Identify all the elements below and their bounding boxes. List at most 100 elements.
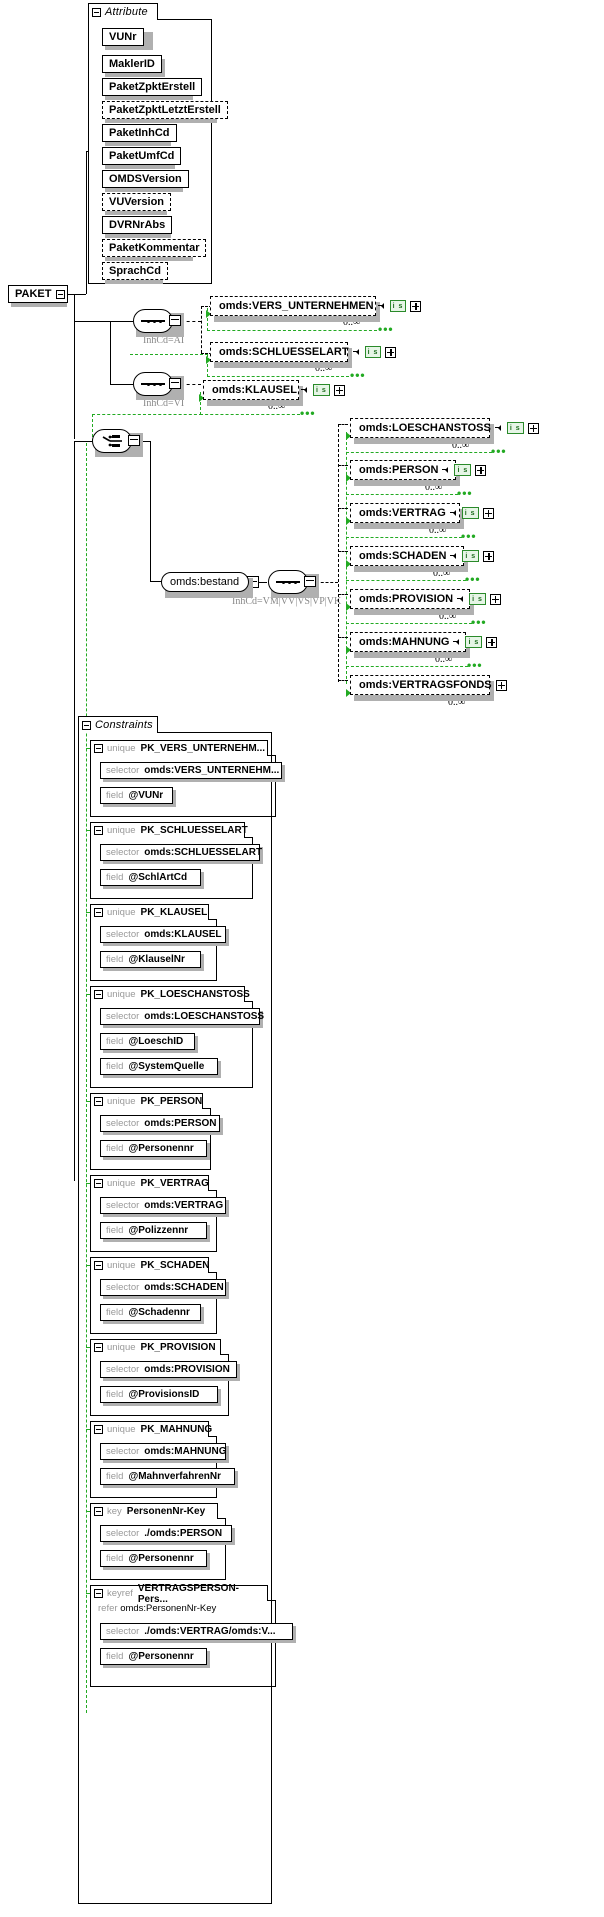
attribute-paketkommentar[interactable]: PaketKommentar	[102, 239, 207, 257]
root-element-label: PAKET	[15, 288, 52, 300]
attribute-vunr[interactable]: VUNr	[102, 28, 144, 46]
constraint-row-7-1[interactable]: field@ProvisionsID	[100, 1386, 218, 1403]
minus-icon[interactable]	[94, 990, 103, 999]
attribute-paketzpktletzterstell[interactable]: PaketZpktLetztErstell	[102, 101, 228, 119]
constraint-row-3-1[interactable]: field@LoeschID	[100, 1033, 196, 1050]
element-vertrag[interactable]: omds:VERTRAG i s	[350, 503, 494, 523]
green-arrow-icon	[346, 689, 351, 697]
constraint-row-10-0[interactable]: selector./omds:VERTRAG/omds:V...	[100, 1623, 294, 1640]
constraint-kind: unique	[107, 1424, 136, 1435]
element-bestand[interactable]: omds:bestand	[161, 572, 249, 592]
minus-icon[interactable]	[94, 826, 103, 835]
attribute-paketzpkterstell[interactable]: PaketZpktErstell	[102, 78, 203, 96]
attribute-dvrnrabs[interactable]: DVRNrAbs	[102, 216, 173, 234]
minus-icon[interactable]	[94, 908, 103, 917]
element-label: omds:LOESCHANSTOSS	[359, 422, 491, 434]
constraint-row-6-1[interactable]: field@Schadennr	[100, 1304, 201, 1321]
element-vers-unternehmen[interactable]: omds:VERS_UNTERNEHMEN i s	[210, 296, 422, 316]
plus-icon[interactable]	[475, 464, 487, 476]
constraint-row-5-1[interactable]: field@Polizzennr	[100, 1222, 207, 1239]
constraint-kind: unique	[107, 1096, 136, 1107]
constraint-row-8-1[interactable]: field@MahnverfahrenNr	[100, 1468, 235, 1485]
constraint-row-kind: field	[106, 1651, 124, 1662]
type-badge: i s	[462, 550, 480, 562]
minus-icon[interactable]	[94, 744, 103, 753]
minus-icon[interactable]	[82, 720, 91, 730]
sequence-compositor-bestand[interactable]	[268, 570, 316, 594]
constraints-group-title: Constraints	[95, 719, 153, 731]
minus-icon[interactable]	[94, 1507, 103, 1516]
constraint-row-kind: selector	[106, 1626, 140, 1637]
constraint-row-3-2[interactable]: field@SystemQuelle	[100, 1058, 218, 1075]
element-klausel[interactable]: omds:KLAUSEL i s	[203, 380, 345, 400]
element-loeschanstoss[interactable]: omds:LOESCHANSTOSS i s	[350, 418, 539, 438]
minus-icon[interactable]	[56, 289, 66, 299]
constraint-row-2-1[interactable]: field@KlauselNr	[100, 951, 201, 968]
plus-icon[interactable]	[385, 346, 397, 358]
minus-icon[interactable]	[94, 1589, 103, 1598]
connector	[209, 919, 218, 920]
minus-icon[interactable]	[94, 1425, 103, 1434]
sequence-compositor-ai[interactable]	[133, 309, 181, 333]
element-schluesselart[interactable]: omds:SCHLUESSELART i s	[210, 342, 397, 362]
root-element-paket[interactable]: PAKET	[8, 285, 69, 303]
attribute-paketumfcd[interactable]: PaketUmfCd	[102, 147, 182, 165]
plus-icon[interactable]	[527, 422, 539, 434]
attribute-maklerid[interactable]: MaklerID	[102, 55, 162, 73]
constraint-row-9-1[interactable]: field@Personennr	[100, 1550, 207, 1567]
attribute-paketinhcd[interactable]: PaketInhCd	[102, 124, 177, 142]
minus-icon[interactable]	[94, 1179, 103, 1188]
plus-icon[interactable]	[489, 593, 501, 605]
element-schaden[interactable]: omds:SCHADEN i s	[350, 546, 495, 566]
minus-icon[interactable]	[94, 1343, 103, 1352]
minus-icon[interactable]	[94, 1261, 103, 1270]
constraint-row-1-1[interactable]: field@SchlArtCd	[100, 869, 201, 886]
attribute-omdsversion[interactable]: OMDSVersion	[102, 170, 189, 188]
constraint-name: PK_PROVISION	[140, 1342, 216, 1353]
constraint-row-4-1[interactable]: field@Personennr	[100, 1140, 207, 1157]
constraint-row-9-0[interactable]: selector./omds:PERSON	[100, 1525, 232, 1542]
constraint-name: PK_LOESCHANSTOSS	[140, 989, 250, 1000]
minus-icon[interactable]	[94, 1097, 103, 1106]
minus-icon[interactable]	[92, 7, 101, 17]
element-label: omds:PROVISION	[359, 593, 454, 605]
element-vertragsfonds[interactable]: omds:VERTRAGSFONDS	[350, 675, 507, 695]
plus-icon[interactable]	[495, 679, 507, 691]
constraint-row-10-1[interactable]: field@Personennr	[100, 1648, 207, 1665]
plus-icon[interactable]	[333, 384, 345, 396]
plus-icon[interactable]	[483, 550, 495, 562]
attribute-group-header[interactable]: Attribute	[88, 3, 158, 20]
element-mahnung[interactable]: omds:MAHNUNG i s	[350, 632, 498, 652]
constraints-group-header[interactable]: Constraints	[78, 716, 158, 733]
plus-icon[interactable]	[486, 636, 498, 648]
plus-icon[interactable]	[410, 300, 422, 312]
constraint-row-0-1[interactable]: field@VUNr	[100, 787, 173, 804]
element-person[interactable]: omds:PERSON i s	[350, 460, 487, 480]
attribute-sprachcd[interactable]: SprachCd	[102, 262, 168, 280]
attribute-vuversion[interactable]: VUVersion	[102, 193, 172, 211]
plus-icon[interactable]	[482, 507, 494, 519]
sequence-compositor-vi[interactable]	[133, 372, 181, 396]
element-provision[interactable]: omds:PROVISION i s	[350, 589, 501, 609]
choice-compositor-main[interactable]	[92, 429, 140, 453]
